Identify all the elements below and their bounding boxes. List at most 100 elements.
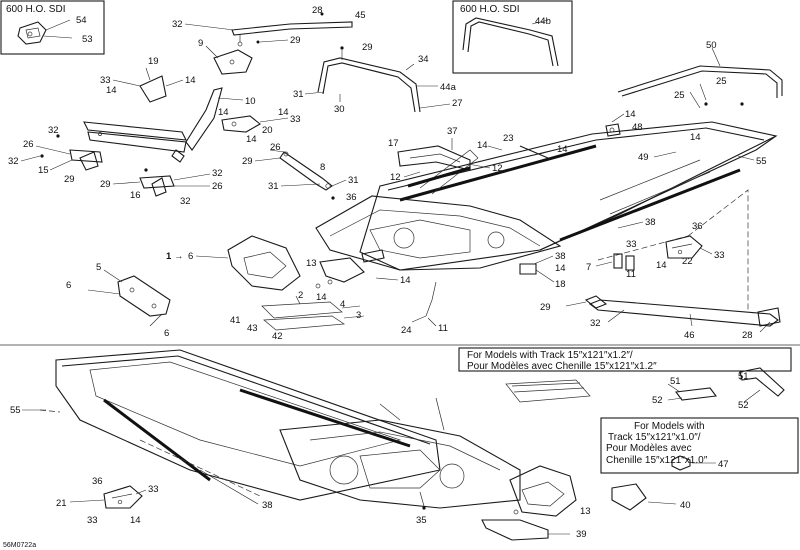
bracket-9 bbox=[213, 49, 253, 75]
label-17: 17 bbox=[388, 138, 399, 149]
label-54: 54 bbox=[76, 15, 87, 26]
label-31c: 31 bbox=[348, 175, 359, 186]
label-19: 19 bbox=[148, 56, 159, 67]
label-22: 22 bbox=[682, 256, 693, 267]
bracket-48 bbox=[605, 123, 621, 137]
steering-column-support-19-10 bbox=[83, 67, 261, 163]
label-14h: 14 bbox=[625, 109, 636, 120]
label-27: 27 bbox=[452, 98, 463, 109]
drawing-code: 56M0722a bbox=[3, 542, 36, 549]
label-52b: 52 bbox=[738, 400, 749, 411]
label-41: 41 bbox=[230, 315, 241, 326]
spacer-7 bbox=[613, 253, 635, 271]
label-8: 8 bbox=[320, 162, 325, 173]
inset-box-600ho-arch bbox=[452, 0, 573, 74]
label-4: 4 bbox=[340, 299, 345, 310]
bracket-15-group bbox=[40, 134, 103, 171]
note1-line2: Pour Modèles avec Chenille 15″x121″x1.2″ bbox=[467, 361, 657, 372]
label-26c: 26 bbox=[212, 181, 223, 192]
label-14m2: 14 bbox=[130, 515, 141, 526]
label-12a: 12 bbox=[492, 163, 503, 174]
front-cap-39 bbox=[481, 519, 570, 541]
label-33c: 33 bbox=[626, 239, 637, 250]
label-40: 40 bbox=[680, 500, 691, 511]
bracket-18 bbox=[519, 263, 555, 283]
label-30: 30 bbox=[334, 104, 345, 115]
label-14i: 14 bbox=[690, 132, 701, 143]
label-42: 42 bbox=[272, 331, 283, 342]
label-11a: 11 bbox=[626, 269, 636, 280]
label-5: 5 bbox=[96, 262, 101, 273]
label-36a: 36 bbox=[346, 192, 357, 203]
front-suspension-lower-13 bbox=[509, 465, 577, 517]
label-3: 3 bbox=[356, 310, 361, 321]
front-suspension-area bbox=[227, 235, 385, 291]
label-32e: 32 bbox=[180, 196, 191, 207]
label-14d: 14 bbox=[278, 107, 289, 118]
label-20: 20 bbox=[262, 125, 273, 136]
label-14c: 14 bbox=[218, 107, 229, 118]
spring-24 bbox=[411, 281, 437, 327]
label-32c: 32 bbox=[8, 156, 19, 167]
note1-line1: For Models with Track 15″x121″x1.2″/ bbox=[467, 350, 633, 361]
label-32f: 32 bbox=[590, 318, 601, 329]
label-33b: 33 bbox=[290, 114, 301, 125]
inset-box-600ho-brackets bbox=[0, 0, 105, 55]
label-32a: 32 bbox=[172, 19, 183, 30]
label-13a: 13 bbox=[306, 258, 317, 269]
label-12b: 12 bbox=[390, 172, 401, 183]
label-51b: 51 bbox=[738, 371, 749, 382]
note2-line2: Track 15″x121″x1.0″/ bbox=[608, 432, 701, 443]
label-44b: 44b bbox=[535, 16, 551, 27]
fasteners-2-4-41-43 bbox=[261, 295, 365, 331]
label-37: 37 bbox=[447, 126, 458, 137]
label-2: 2 bbox=[298, 290, 303, 301]
label-29a: 29 bbox=[290, 35, 301, 46]
label-15: 15 bbox=[38, 165, 49, 176]
label-32b: 32 bbox=[48, 125, 59, 136]
label-49: 49 bbox=[638, 152, 649, 163]
note2-line4: Chenille 15″x121″x1.0″ bbox=[606, 455, 708, 466]
label-14k: 14 bbox=[400, 275, 411, 286]
label-14f: 14 bbox=[477, 140, 488, 151]
arch-44b-drawing bbox=[462, 17, 559, 67]
label-23: 23 bbox=[503, 133, 514, 144]
label-10: 10 bbox=[245, 96, 256, 107]
label-36b: 36 bbox=[692, 221, 703, 232]
label-46: 46 bbox=[684, 330, 695, 341]
label-29f: 29 bbox=[540, 302, 551, 313]
slider-parts-51-52 bbox=[667, 367, 785, 403]
label-55a: 55 bbox=[756, 156, 767, 167]
label-31b: 31 bbox=[268, 181, 279, 192]
label-31a: 31 bbox=[293, 89, 304, 100]
label-25a: 25 bbox=[716, 76, 727, 87]
label-14a: 14 bbox=[106, 85, 117, 96]
label-47: 47 bbox=[718, 459, 729, 470]
rear-axle-46 bbox=[565, 295, 781, 333]
label-6a: 6 bbox=[188, 251, 193, 262]
bracket-16-group bbox=[139, 168, 175, 197]
leader-38c bbox=[199, 469, 259, 505]
label-29e: 29 bbox=[100, 179, 111, 190]
label-21: 21 bbox=[56, 498, 67, 509]
inset-box1-title: 600 H.O. SDI bbox=[6, 4, 65, 15]
bracket-54-drawing bbox=[17, 19, 73, 45]
main-chassis-lower bbox=[39, 349, 521, 509]
arch-44a bbox=[317, 46, 438, 113]
main-chassis-upper bbox=[315, 121, 778, 310]
label-29d: 29 bbox=[242, 156, 253, 167]
note-box-track-1.2 bbox=[458, 347, 792, 372]
nut-47 bbox=[671, 455, 716, 471]
label-32d: 32 bbox=[212, 168, 223, 179]
steering-arm-8 bbox=[279, 151, 335, 200]
label-48: 48 bbox=[632, 122, 643, 133]
label-1: 1 bbox=[166, 251, 172, 262]
label-36c: 36 bbox=[92, 476, 103, 487]
label-38b: 38 bbox=[555, 251, 566, 262]
label-25b: 25 bbox=[674, 90, 685, 101]
label-11b: 11 bbox=[438, 323, 448, 334]
label-6b: 6 bbox=[66, 280, 71, 291]
bumper-40 bbox=[611, 483, 677, 511]
label-14j: 14 bbox=[555, 263, 566, 274]
